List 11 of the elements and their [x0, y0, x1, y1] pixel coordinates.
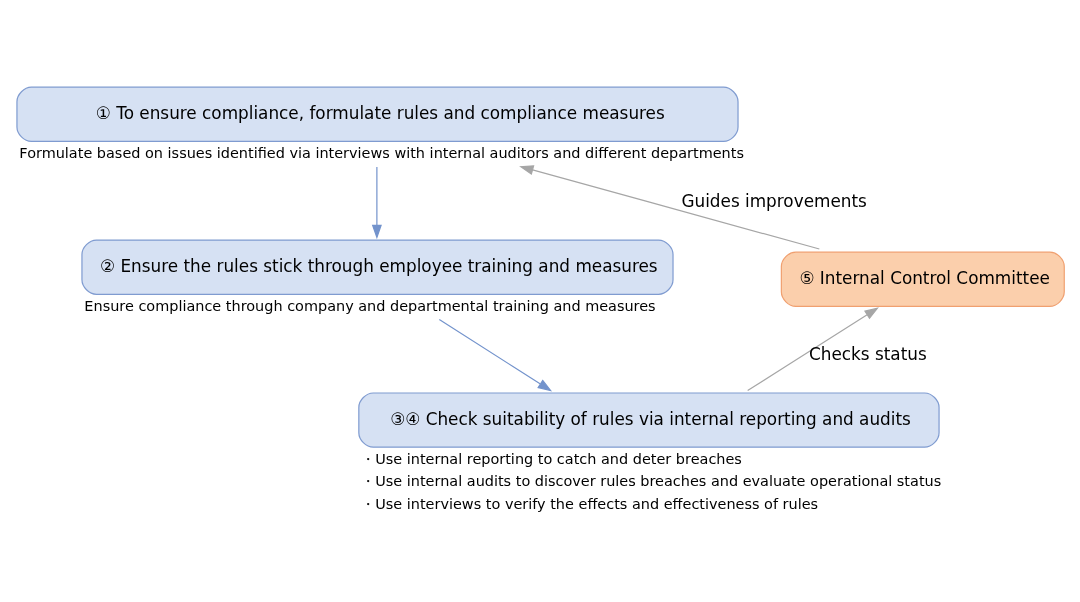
- node-label: ・Use internal reporting to catch and deter breaches: [361, 450, 742, 467]
- edge-label: Guides improvements: [681, 190, 867, 211]
- node-label: ・Use interviews to verify the effects and effectiveness of rules: [361, 495, 819, 512]
- node-label: Formulate based on issues identified via interviews with internal auditors and different departments: [19, 144, 744, 161]
- arrow: [371, 165, 382, 239]
- arrow: [438, 318, 553, 391]
- node-label: Ensure compliance through company and departmental training and measures: [84, 297, 656, 314]
- edge-label: Checks status: [809, 343, 927, 364]
- arrow: [519, 164, 820, 250]
- arrow: [747, 306, 879, 391]
- node-label: ・Use internal audits to discover rules breaches and evaluate operational status: [361, 472, 942, 489]
